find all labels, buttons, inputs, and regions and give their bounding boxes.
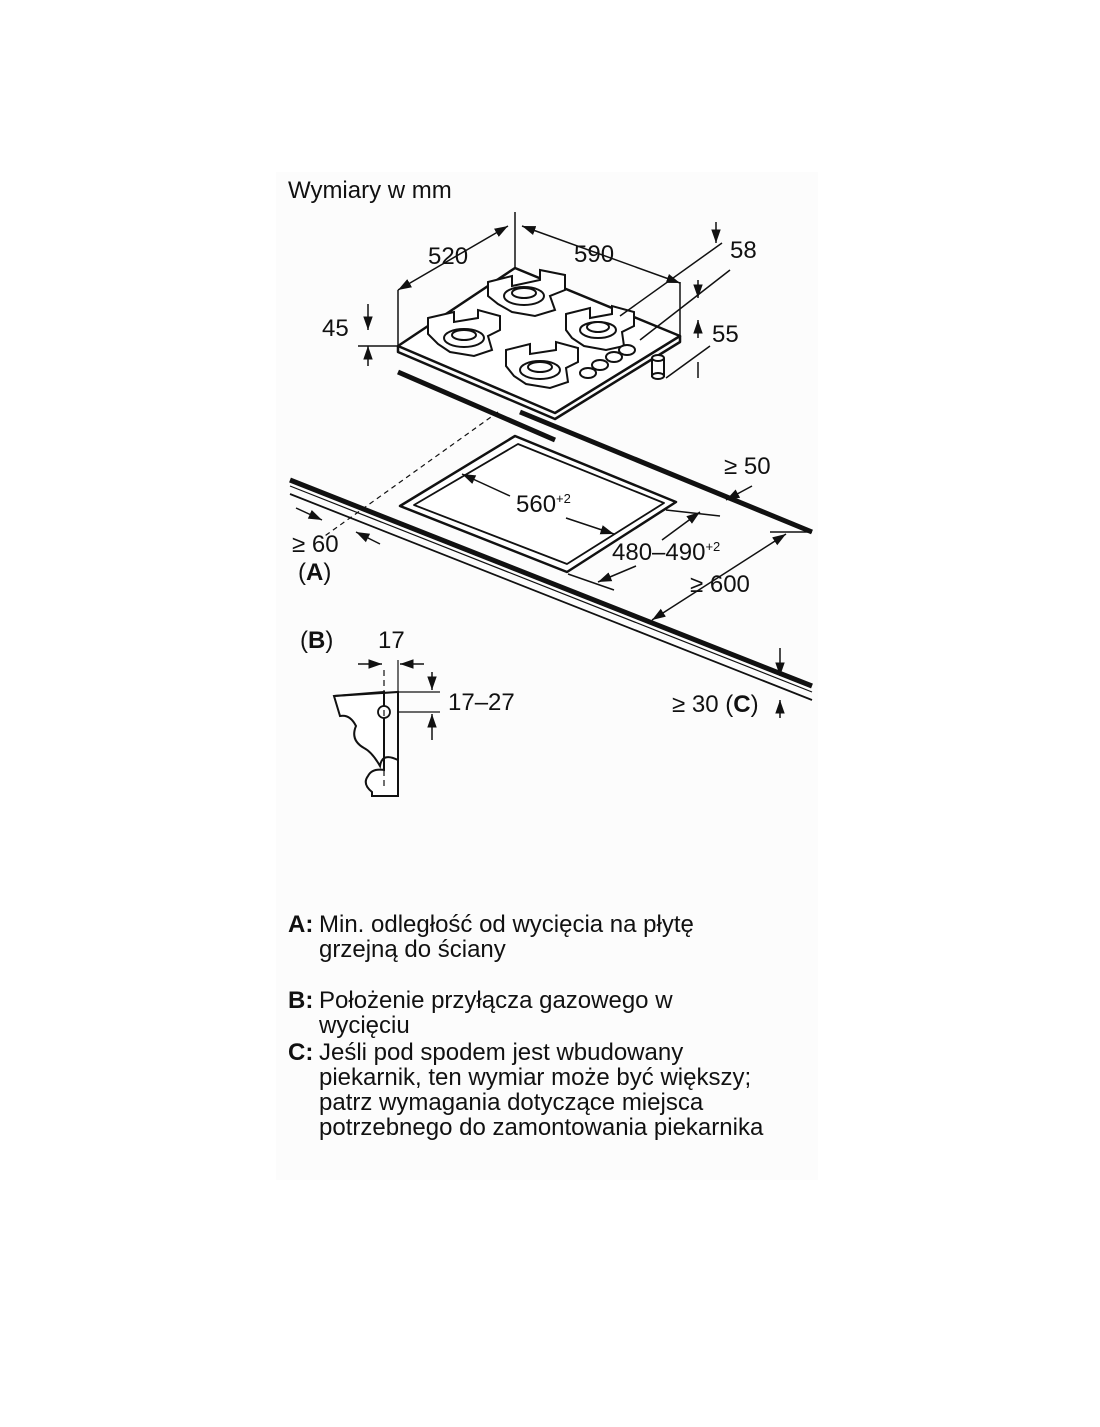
dim-depth-label: 520: [428, 243, 468, 270]
wall-projection-line: [321, 411, 499, 539]
legend-text: Położenie przyłącza gazowego w wycięciu: [319, 987, 673, 1039]
dim-cutout-depth: [567, 509, 721, 591]
dim-right-height: [665, 320, 711, 379]
control-knobs: [579, 344, 636, 379]
dim-cutout-width: [461, 473, 615, 535]
burner-front: [505, 340, 579, 390]
dim-right-height-label: 55: [712, 321, 739, 348]
dim-left-height-label: 45: [322, 315, 349, 342]
legend-key: C:: [288, 1039, 314, 1066]
units-label: Wymiary w mm: [288, 177, 452, 204]
callout-a-label: (A): [298, 559, 331, 586]
dim-cutout-depth-label: 480–490+2: [612, 539, 720, 566]
dim-depth: [397, 225, 509, 291]
dim-left-height: [358, 304, 398, 366]
callout-b-label: (B): [300, 627, 333, 654]
dim-front-clearance: [295, 507, 381, 545]
legend-text: Jeśli pod spodem jest wbudowany piekarni…: [319, 1039, 764, 1141]
dim-width-label: 590: [574, 241, 614, 268]
dim-rear-clearance: [725, 485, 753, 501]
legend-key: A:: [288, 911, 314, 938]
dim-right-offset-label: 58: [730, 237, 757, 264]
dim-rear-clearance-label: ≥ 50: [724, 453, 771, 480]
dim-right-offset: [619, 222, 731, 341]
dim-front-clearance-label: ≥ 60: [292, 531, 339, 558]
gas-connection-detail: [332, 659, 440, 797]
legend-text: Min. odległość od wycięcia na płytę grze…: [319, 911, 694, 963]
dim-gas-offset-label: 17: [378, 627, 405, 654]
dim-worktop-thickness-label: ≥ 30 (C): [672, 691, 759, 718]
burner-left: [427, 308, 501, 358]
dim-gas-height-label: 17–27: [448, 689, 515, 716]
gas-connector: [651, 354, 665, 380]
dim-worktop-depth: [651, 531, 812, 621]
dim-width: [521, 225, 681, 284]
cutout: [398, 434, 678, 574]
burner-right: [565, 304, 635, 352]
dim-cutout-width-label: 560+2: [516, 491, 571, 518]
worktop: [289, 409, 813, 701]
legend-key: B:: [288, 987, 314, 1014]
dim-worktop-depth-label: ≥ 600: [690, 571, 750, 598]
